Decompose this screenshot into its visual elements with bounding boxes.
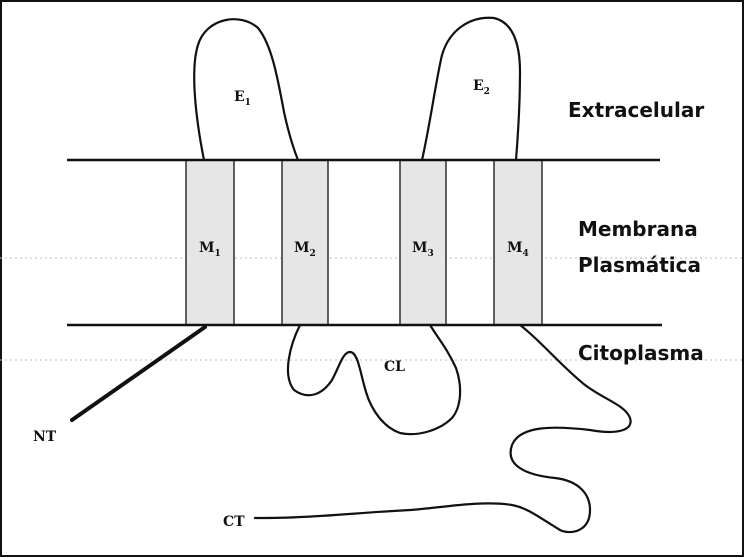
region-extracellular: Extracelular [568, 98, 704, 122]
region-membrane-line1: Membrana [578, 217, 698, 241]
transmembrane-segments [186, 160, 542, 325]
label-cl: CL [384, 359, 405, 375]
region-membrane-line2: Plasmática [578, 253, 701, 277]
loop-cl [288, 325, 460, 434]
label-e2: E2 [473, 78, 490, 97]
nt-tail [72, 327, 205, 420]
loop-e2 [422, 18, 520, 160]
label-ct: CT [223, 514, 245, 530]
label-nt: NT [33, 429, 57, 445]
label-e1: E1 [234, 89, 251, 108]
loop-e1 [194, 19, 298, 160]
region-cytoplasm: Citoplasma [578, 341, 704, 365]
ct-tail [255, 325, 631, 532]
